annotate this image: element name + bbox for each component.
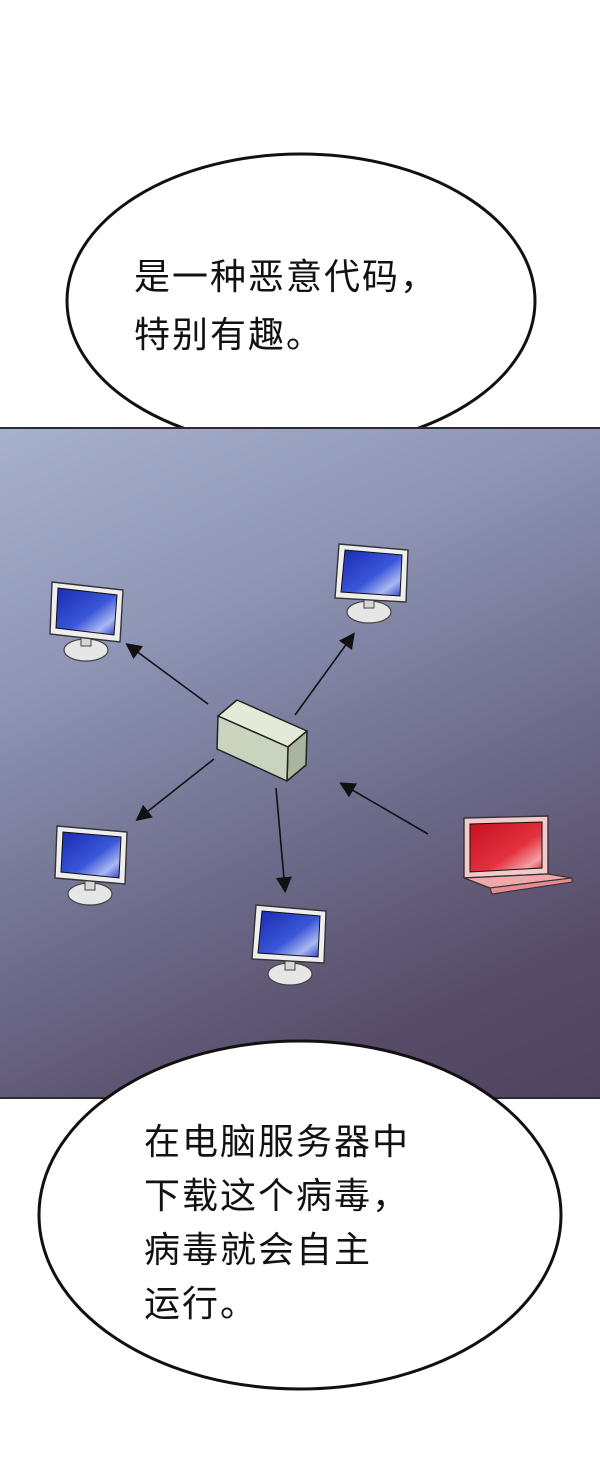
monitor-icon — [54, 825, 128, 906]
speech-bubble-top-text: 是一种恶意代码， 特别有趣。 — [134, 254, 438, 360]
monitor-icon — [49, 581, 124, 662]
speech-line: 在电脑服务器中 — [144, 1122, 411, 1163]
arrow-to-bottom-left — [135, 758, 215, 821]
speech-bubble-bottom-text: 在电脑服务器中 下载这个病毒， 病毒就会自主 运行。 — [144, 1116, 410, 1332]
arrow-to-top-right — [294, 632, 355, 716]
monitor-icon — [251, 904, 327, 986]
connection-arrows — [125, 632, 429, 894]
monitor-icon — [334, 543, 409, 624]
speech-line: 是一种恶意代码， — [134, 257, 439, 298]
arrow-to-bottom-center — [275, 787, 292, 894]
arrow-from-laptop — [339, 782, 429, 835]
network-diagram — [49, 543, 573, 986]
arrow-to-top-left — [125, 643, 209, 705]
speech-line: 运行。 — [144, 1284, 259, 1325]
speech-bubble-bottom: 在电脑服务器中 下载这个病毒， 病毒就会自主 运行。 — [34, 1036, 566, 1394]
server-box-icon — [216, 699, 308, 782]
speech-bubble-top: 是一种恶意代码， 特别有趣。 — [62, 150, 540, 452]
speech-line: 下载这个病毒， — [144, 1176, 411, 1217]
network-illustration-panel — [0, 427, 600, 1099]
speech-line: 病毒就会自主 — [144, 1230, 373, 1271]
speech-bubble-bottom-shape — [37, 1039, 563, 1391]
infected-laptop-icon — [463, 815, 573, 895]
speech-line: 特别有趣。 — [134, 315, 325, 356]
